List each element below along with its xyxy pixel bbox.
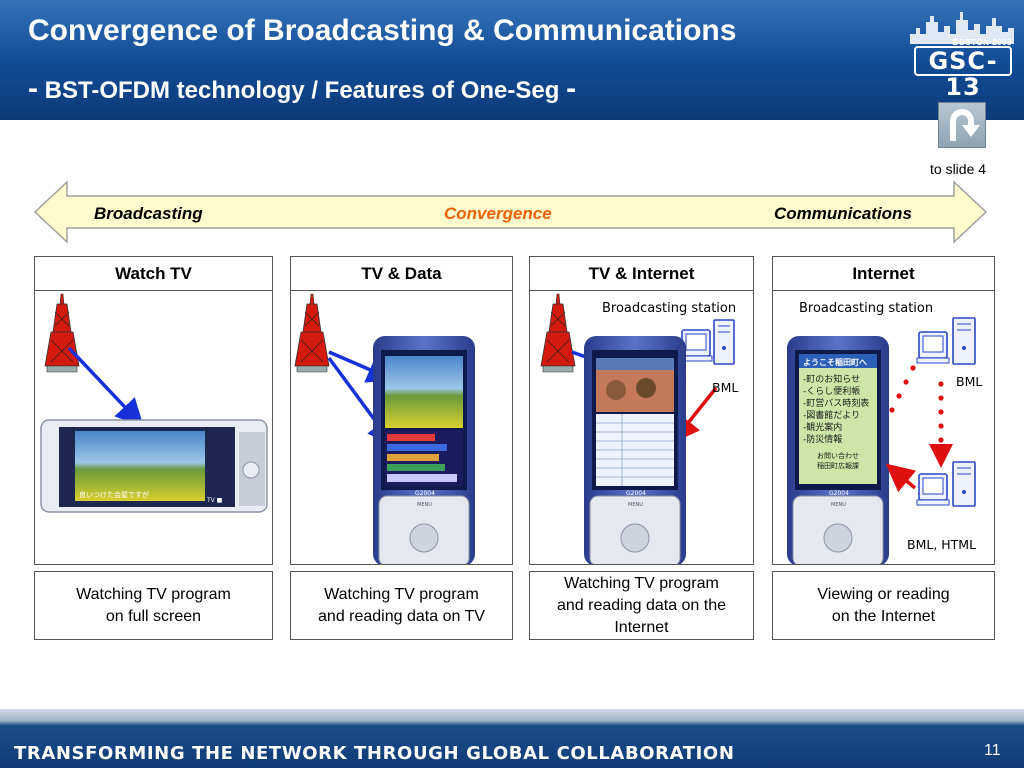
caption-tv-data: Watching TV program and reading data on … xyxy=(290,571,513,640)
computer-server-icon xyxy=(679,319,735,365)
screen-menu-line: -町のお知らせ xyxy=(803,373,860,385)
subtitle-dash-left: - xyxy=(28,72,38,105)
return-to-slide-button[interactable] xyxy=(938,102,986,148)
footer-tagline: TRANSFORMING THE NETWORK THROUGH GLOBAL … xyxy=(14,743,735,764)
phone-model-label: G2004 xyxy=(829,490,849,497)
panel-tv-internet: TV & Internet Broadcasting station BML xyxy=(529,256,754,565)
dotted-link-icon xyxy=(889,365,944,443)
caption-line: and reading data on TV xyxy=(318,607,485,625)
phone-menu-label: MENU xyxy=(628,502,643,508)
broadcasting-station-label: Broadcasting station xyxy=(602,301,737,316)
phone-portrait-image: G2004 MENU xyxy=(373,336,475,564)
subtitle-dash-right: - xyxy=(566,72,577,105)
screen-corner-label: TV ■ xyxy=(206,497,223,504)
footer-bar: TRANSFORMING THE NETWORK THROUGH GLOBAL … xyxy=(0,709,1024,768)
phone-menu-label: MENU xyxy=(831,502,846,508)
subtitle-text: BST-OFDM technology / Features of One-Se… xyxy=(44,77,560,104)
to-slide-4-link[interactable]: to slide 4 xyxy=(930,161,987,177)
panel-tv-data: TV & Data xyxy=(290,256,513,565)
caption-watch-tv: Watching TV program on full screen xyxy=(34,571,273,640)
header-gloss xyxy=(0,0,1024,58)
u-turn-arrow-icon xyxy=(950,109,980,141)
caption-line: Viewing or reading xyxy=(817,585,950,603)
bml-html-label: BML, HTML xyxy=(907,537,977,552)
caption-line: on the Internet xyxy=(831,607,936,625)
slide-subtitle: - BST-OFDM technology / Features of One-… xyxy=(28,72,576,106)
city-skyline-icon xyxy=(910,12,1014,44)
panel-title-watch-tv: Watch TV xyxy=(35,257,272,291)
panel-body: Broadcasting station BML xyxy=(530,292,753,564)
screen-caption: 良いつけた会屋ですが xyxy=(79,490,149,499)
caption-line: and reading data on the xyxy=(556,596,727,614)
screen-menu-line: -くらし便利帳 xyxy=(803,385,860,397)
caption-line: on full screen xyxy=(105,607,202,625)
header-bar: Convergence of Broadcasting & Communicat… xyxy=(0,0,1024,120)
panel-watch-tv: Watch TV 良いつけた会屋ですが TV ■ xyxy=(34,256,273,565)
logo-year: BOSTON 2008 xyxy=(952,38,1012,47)
band-label-broadcasting: Broadcasting xyxy=(94,204,203,223)
convergence-arrow-band xyxy=(33,180,988,244)
panel-title-tv-internet: TV & Internet xyxy=(530,257,753,291)
screen-footer-line: 稲田町広報課 xyxy=(817,461,859,470)
phone-portrait-image: G2004 MENU xyxy=(584,336,686,564)
page-number: 11 xyxy=(984,742,1001,759)
caption-line: Watching TV program xyxy=(564,574,719,592)
band-label-convergence: Convergence xyxy=(444,204,552,223)
panel-body: Broadcasting station BML BML, HTML ようこそ稲… xyxy=(773,292,994,564)
computer-server-icon xyxy=(916,461,976,507)
screen-header-text: ようこそ稲田町へ xyxy=(803,357,867,367)
panel-body: 良いつけた会屋ですが TV ■ xyxy=(35,292,272,564)
broadcast-tower-icon xyxy=(540,293,576,373)
screen-footer-line: お問い合わせ xyxy=(817,451,859,460)
bml-label: BML xyxy=(712,380,739,395)
phone-portrait-image: ようこそ稲田町へ -町のお知らせ -くらし便利帳 -町営バス時刻表 -図書館だよ… xyxy=(787,336,889,564)
phone-menu-label: MENU xyxy=(417,502,432,508)
logo-wordmark: GSC-13 xyxy=(914,46,1012,100)
screen-menu-line: -防災情報 xyxy=(803,433,842,445)
panel-internet: Internet Broadcasting station BML BML, H… xyxy=(772,256,995,565)
bml-html-arrow xyxy=(885,463,917,493)
broadcast-tower-icon xyxy=(294,293,330,373)
caption-internet: Viewing or reading on the Internet xyxy=(772,571,995,640)
broadcast-arrow xyxy=(67,346,144,428)
screen-menu-line: -町営バス時刻表 xyxy=(803,397,869,409)
gsc-logo: BOSTON 2008 GSC-13 xyxy=(908,8,1016,100)
screen-menu-line: -図書館だより xyxy=(803,409,860,421)
broadcasting-station-label: Broadcasting station xyxy=(799,301,934,316)
panel-body: G2004 MENU xyxy=(291,292,512,564)
broadcast-tower-icon xyxy=(44,293,80,373)
slide-title: Convergence of Broadcasting & Communicat… xyxy=(28,14,737,47)
computer-server-icon xyxy=(916,317,976,365)
caption-line: Watching TV program xyxy=(324,585,479,603)
caption-tv-internet: Watching TV program and reading data on … xyxy=(529,571,754,640)
phone-model-label: G2004 xyxy=(415,490,435,497)
caption-line: Watching TV program xyxy=(76,585,231,603)
bml-label: BML xyxy=(956,374,983,389)
caption-line: Internet xyxy=(614,618,669,636)
phone-landscape-image: 良いつけた会屋ですが TV ■ xyxy=(40,419,268,513)
panel-title-tv-data: TV & Data xyxy=(291,257,512,291)
screen-menu-line: -観光案内 xyxy=(803,421,842,433)
phone-model-label: G2004 xyxy=(626,490,646,497)
band-label-communications: Communications xyxy=(774,204,912,223)
panel-title-internet: Internet xyxy=(773,257,994,291)
